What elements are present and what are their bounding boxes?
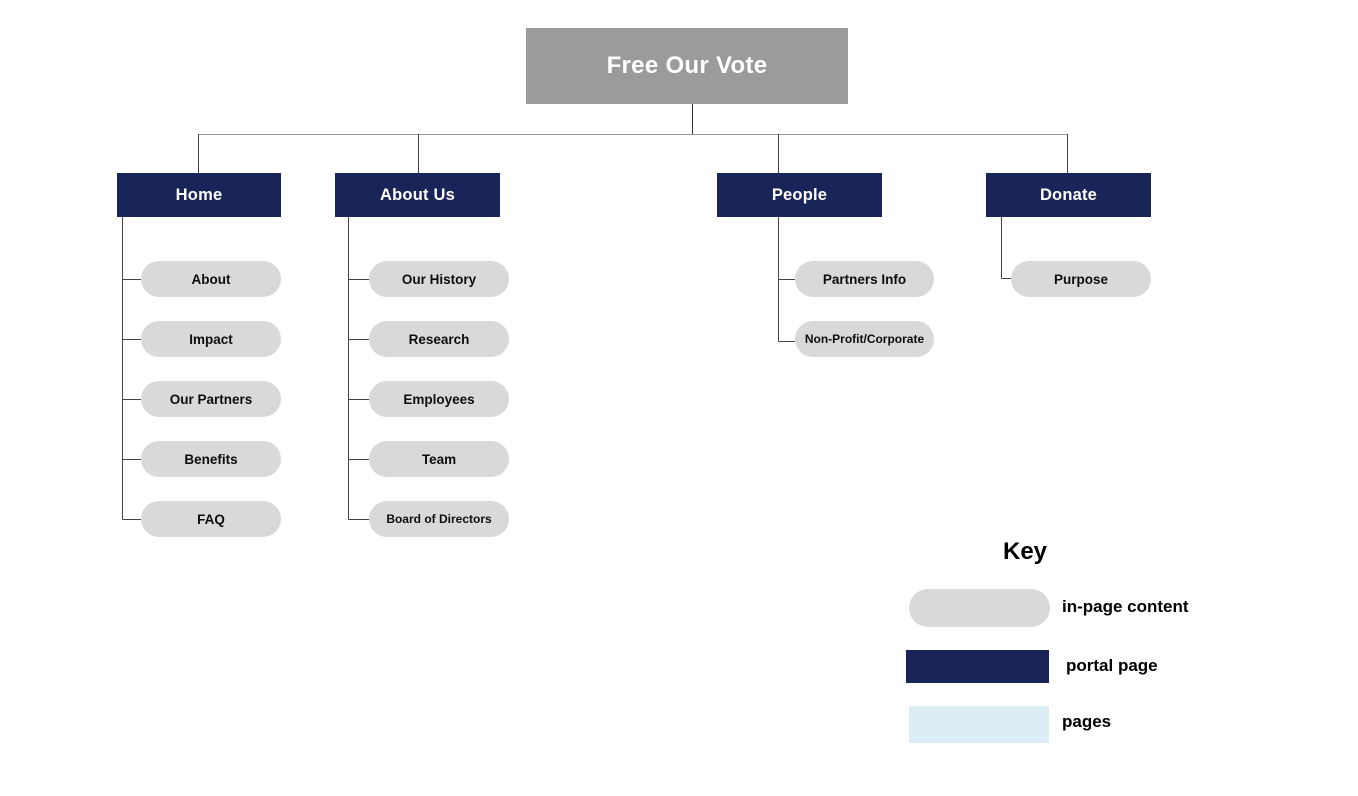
in-page-node-label: Our Partners	[169, 391, 253, 407]
in-page-node-our-partners: Our Partners	[141, 381, 281, 417]
pages-swatch	[909, 706, 1049, 743]
key-title: Key	[1002, 538, 1048, 565]
people-branch-lines	[778, 217, 795, 342]
in-page-node-label: Benefits	[184, 451, 238, 467]
in-page-node-label: Research	[408, 331, 470, 347]
portal-node-label: About Us	[380, 185, 455, 204]
root-node-free-our-vote: Free Our Vote	[526, 28, 848, 104]
in-page-node-label: FAQ	[197, 511, 225, 527]
in-page-node-impact: Impact	[141, 321, 281, 357]
in-page-node-board-of-directors: Board of Directors	[369, 501, 509, 537]
key-label-portal-page: portal page	[1066, 656, 1158, 675]
in-page-node-about: About	[141, 261, 281, 297]
in-page-node-benefits: Benefits	[141, 441, 281, 477]
in-page-node-research: Research	[369, 321, 509, 357]
in-page-node-label: About	[191, 271, 231, 287]
in-page-node-non-profit-corporate: Non-Profit/Corporate	[795, 321, 934, 357]
in-page-node-label: Purpose	[1053, 271, 1108, 287]
home-branch-lines	[122, 217, 141, 520]
in-page-node-label: Board of Directors	[386, 512, 492, 526]
portal-node-about-us: About Us	[335, 173, 500, 217]
in-page-node-faq: FAQ	[141, 501, 281, 537]
in-page-node-purpose: Purpose	[1011, 261, 1151, 297]
key-label-pages: pages	[1062, 712, 1112, 731]
in-page-node-label: Partners Info	[822, 271, 907, 287]
portal-node-label: Home	[175, 185, 223, 204]
in-page-pill-swatch	[909, 589, 1050, 627]
in-page-node-label: Impact	[189, 331, 233, 347]
portal-node-donate: Donate	[986, 173, 1151, 217]
in-page-node-label: Employees	[403, 391, 475, 407]
in-page-node-label: Our History	[401, 271, 477, 287]
in-page-node-team: Team	[369, 441, 509, 477]
portal-page-swatch	[906, 650, 1049, 683]
in-page-node-partners-info: Partners Info	[795, 261, 934, 297]
about-us-branch-lines	[348, 217, 369, 520]
in-page-node-our-history: Our History	[369, 261, 509, 297]
key-label-in-page-content: in-page content	[1062, 597, 1189, 616]
in-page-node-employees: Employees	[369, 381, 509, 417]
portal-node-home: Home	[117, 173, 281, 217]
donate-branch-lines	[1001, 217, 1011, 279]
portal-node-label: People	[771, 185, 828, 204]
portal-node-people: People	[717, 173, 882, 217]
in-page-node-label: Non-Profit/Corporate	[804, 332, 925, 346]
root-node-label: Free Our Vote	[606, 52, 768, 79]
in-page-node-label: Team	[421, 451, 457, 467]
portal-node-label: Donate	[1039, 185, 1098, 204]
